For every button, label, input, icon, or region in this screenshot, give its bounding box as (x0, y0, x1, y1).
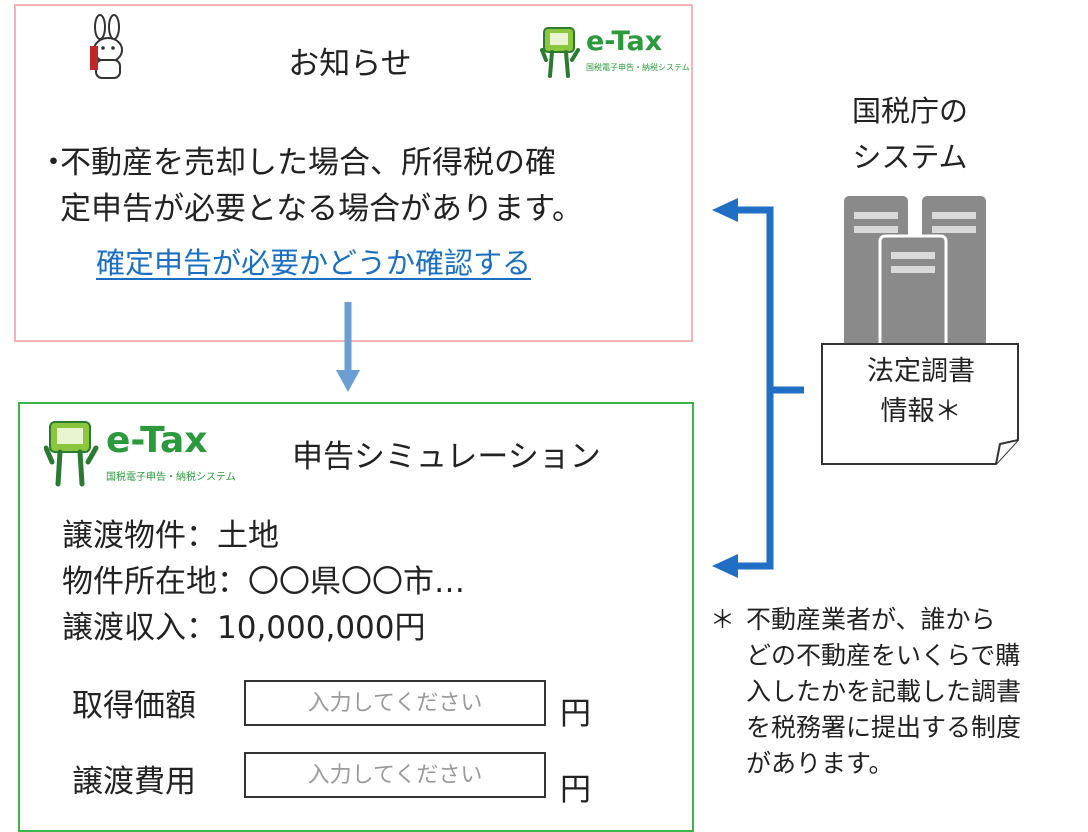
etax-mascot-icon (540, 27, 580, 78)
down-arrow (336, 302, 360, 392)
etax-logo: e-Tax 国税電子申告・納税システム (43, 414, 236, 490)
acquisition-cost-unit: 円 (560, 696, 591, 732)
footnote: ＊ 不動産業者が、誰から どの不動産をいくらで購 入したかを記載した調書 を税務署… (710, 602, 1088, 782)
document-icon (821, 343, 1019, 465)
etax-logo-text: e-Tax (586, 26, 663, 57)
footnote-line2: どの不動産をいくらで購 (746, 641, 1021, 670)
transfer-cost-label: 譲渡費用 (72, 764, 196, 800)
simulation-title: 申告シミュレーション (292, 439, 601, 475)
footnote-line4: を税務署に提出する制度 (746, 713, 1022, 742)
footnote-line3: 入したかを記載した調書 (746, 677, 1022, 706)
transfer-cost-unit: 円 (560, 772, 591, 808)
server-icon (844, 196, 986, 370)
check-filing-required-link[interactable]: 確定申告が必要かどうか確認する (96, 246, 532, 280)
etax-mascot-icon (43, 421, 99, 487)
rabbit-mascot-icon (90, 14, 123, 79)
nta-label-line2: システム (852, 140, 968, 174)
nta-label-line1: 国税庁の (851, 94, 968, 128)
etax-logo-subtext: 国税電子申告・納税システム (586, 63, 690, 72)
footnote-line5: があります。 (746, 749, 894, 778)
data-flow-bracket (712, 198, 804, 578)
notice-text-line1: 不動産を売却した場合、所得税の確 (60, 145, 556, 181)
transfer-income: 譲渡収入：10,000,000円 (62, 610, 426, 646)
acquisition-cost-label: 取得価額 (72, 688, 196, 724)
acquisition-cost-input[interactable] (244, 680, 546, 726)
statutory-report-label: 法定調書 情報＊ (826, 352, 1016, 432)
doc-label-line2: 情報＊ (880, 396, 962, 427)
notice-title: お知らせ (288, 46, 412, 82)
footnote-line1: 不動産業者が、誰から (746, 605, 996, 634)
etax-logo: e-Tax 国税電子申告・納税システム (540, 20, 690, 82)
transfer-cost-input[interactable] (244, 752, 546, 798)
footnote-mark: ＊ (710, 605, 736, 634)
notice-body: ・不動産を売却した場合、所得税の確 定申告が必要となる場合があります。 (38, 140, 658, 232)
doc-label-line1: 法定調書 (867, 356, 975, 387)
property-type: 譲渡物件：土地 (62, 518, 279, 554)
property-location: 物件所在地：〇〇県〇〇市… (62, 564, 465, 600)
etax-logo-text: e-Tax (106, 420, 208, 461)
notice-text-line2: 定申告が必要となる場合があります。 (60, 191, 583, 227)
etax-logo-subtext: 国税電子申告・納税システム (106, 472, 236, 483)
notice-panel (14, 4, 693, 342)
nta-system-label: 国税庁の システム (820, 88, 1000, 180)
